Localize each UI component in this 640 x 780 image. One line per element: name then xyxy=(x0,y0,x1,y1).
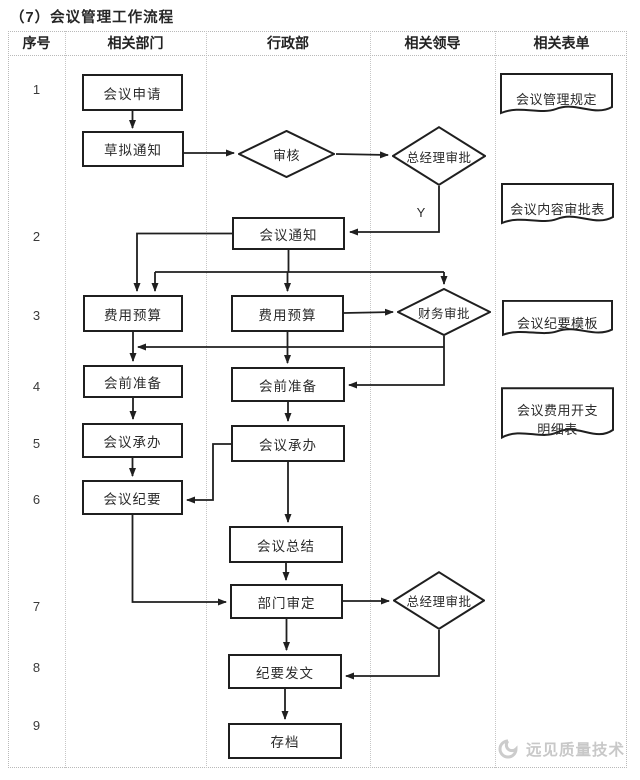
document-shape xyxy=(500,73,613,119)
form-content-approval: 会议内容审批表 xyxy=(501,183,614,229)
watermark: 远见质量技术 xyxy=(496,738,625,760)
document-shape xyxy=(502,300,613,340)
form-label-text: 会议管理规定 xyxy=(515,92,597,107)
node-label: 总经理审批 xyxy=(406,150,472,165)
watermark-logo-icon xyxy=(498,739,518,759)
node-budget-dept: 费用预算 xyxy=(83,295,183,332)
form-label-line1: 会议费用开支 xyxy=(516,403,598,418)
row-number: 9 xyxy=(32,718,41,733)
column-divider xyxy=(370,31,371,768)
form-expense-detail: 会议费用开支 明细表 xyxy=(501,387,614,445)
row-number: 8 xyxy=(32,660,41,675)
node-prep-dept: 会前准备 xyxy=(83,365,183,398)
column-header-dept: 相关部门 xyxy=(107,35,164,51)
page-title: （7）会议管理工作流程 xyxy=(10,10,175,26)
node-label: 审核 xyxy=(272,147,300,163)
node-finance-approval: 财务审批 xyxy=(397,288,491,336)
header-separator xyxy=(8,55,627,56)
node-label: 总经理审批 xyxy=(406,595,472,609)
node-meeting-request: 会议申请 xyxy=(82,74,183,111)
form-label-line2: 明细表 xyxy=(537,422,578,437)
node-gm-approval-top: 总经理审批 xyxy=(392,126,486,186)
node-review-decision: 审核 xyxy=(238,130,335,178)
form-regulation: 会议管理规定 xyxy=(500,73,613,119)
document-shape xyxy=(501,183,614,229)
form-label: 会议纪要模板 xyxy=(502,300,613,340)
diamond-shape xyxy=(238,130,335,178)
node-draft-notice: 草拟通知 xyxy=(82,131,184,167)
diamond-shape xyxy=(392,126,486,186)
node-host-dept: 会议承办 xyxy=(82,423,183,458)
diamond-shape xyxy=(397,288,491,336)
form-label: 会议管理规定 xyxy=(500,73,613,119)
column-header-leaders: 相关领导 xyxy=(404,35,461,51)
document-shape xyxy=(501,387,614,445)
form-label-text: 会议纪要模板 xyxy=(516,315,598,331)
form-label-text: 会议内容审批表 xyxy=(510,202,605,217)
node-budget-admin: 费用预算 xyxy=(231,295,344,332)
row-number: 5 xyxy=(32,436,41,451)
node-gm-approval-bottom: 总经理审批 xyxy=(393,571,485,630)
node-minutes-dept: 会议纪要 xyxy=(82,480,183,515)
node-minutes-issue: 纪要发文 xyxy=(228,654,342,689)
table-frame xyxy=(8,31,627,768)
column-header-admin: 行政部 xyxy=(267,35,309,51)
node-dept-review: 部门审定 xyxy=(230,584,343,619)
row-number: 4 xyxy=(32,379,41,394)
watermark-text: 远见质量技术 xyxy=(526,742,626,759)
row-number: 3 xyxy=(32,308,41,323)
form-minutes-template: 会议纪要模板 xyxy=(502,300,613,340)
node-prep-admin: 会前准备 xyxy=(231,367,345,402)
node-archive: 存档 xyxy=(228,723,342,759)
row-number: 7 xyxy=(32,599,41,614)
node-host-admin: 会议承办 xyxy=(231,425,345,462)
edge-label-yes: Y xyxy=(416,205,426,220)
node-label: 财务审批 xyxy=(417,306,470,321)
column-header-forms: 相关表单 xyxy=(533,35,590,51)
diamond-shape xyxy=(393,571,485,630)
column-divider xyxy=(206,31,207,768)
row-number: 6 xyxy=(32,492,41,507)
node-meeting-notice: 会议通知 xyxy=(232,217,345,250)
row-number: 2 xyxy=(32,229,41,244)
row-number: 1 xyxy=(32,82,41,97)
node-summary-admin: 会议总结 xyxy=(229,526,343,563)
column-divider xyxy=(65,31,66,768)
form-label: 会议费用开支 明细表 xyxy=(501,387,614,445)
form-label: 会议内容审批表 xyxy=(501,183,614,229)
column-header-seq: 序号 xyxy=(22,35,51,51)
column-divider xyxy=(495,31,496,768)
